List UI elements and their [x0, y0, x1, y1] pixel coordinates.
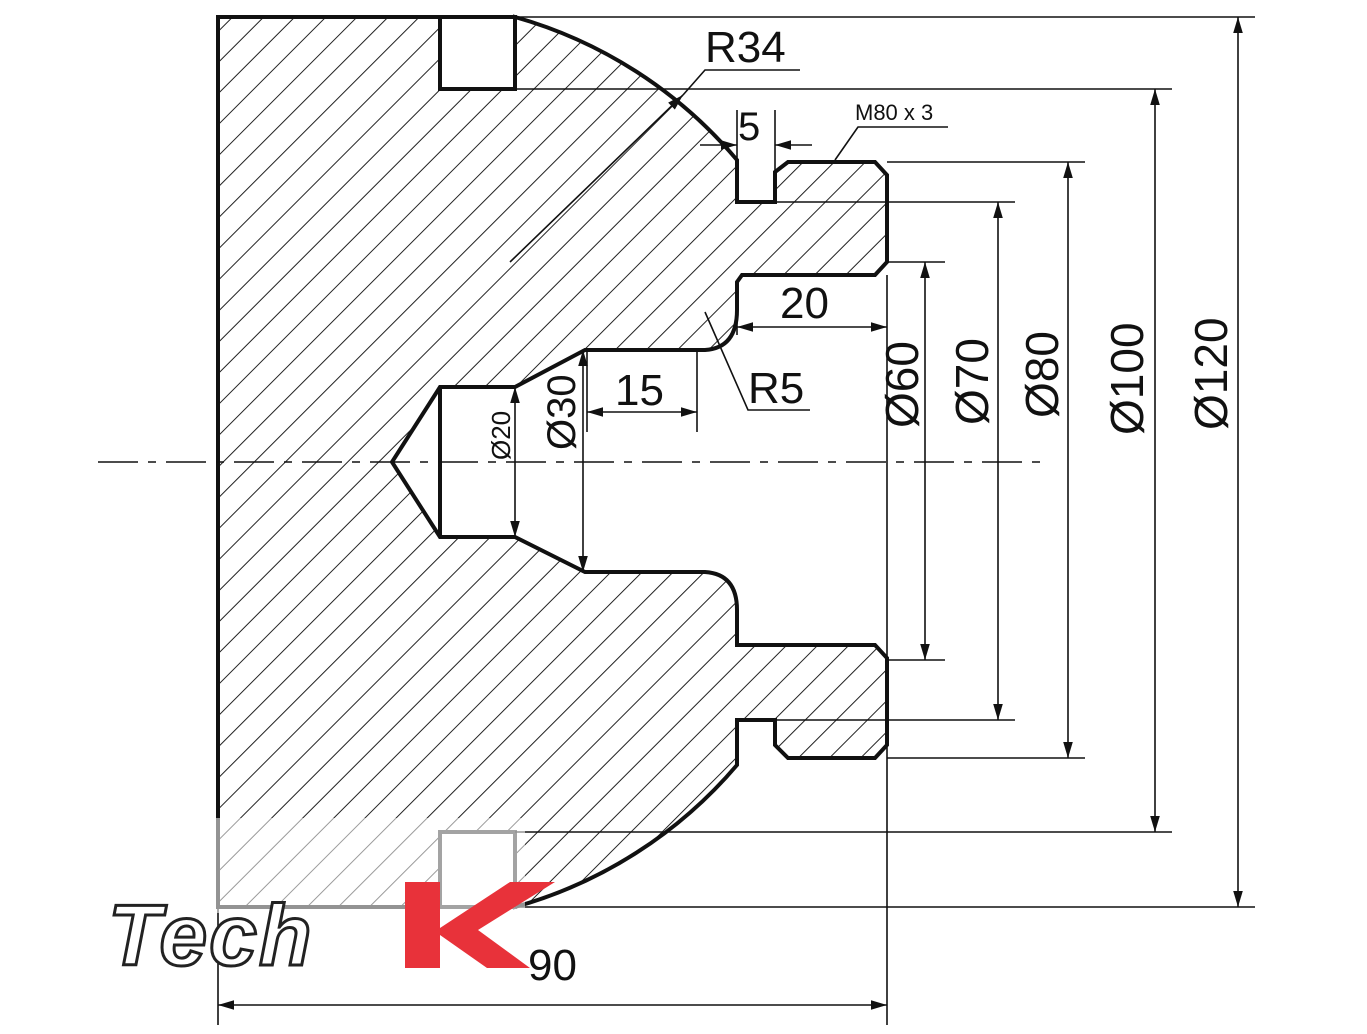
label-r34: R34	[705, 23, 786, 72]
label-dia-30: Ø30	[540, 374, 584, 450]
extension-lines	[217, 16, 1255, 1025]
label-dia-80: Ø80	[1016, 331, 1068, 418]
label-groove-width: 5	[738, 105, 760, 149]
label-overall-length: 90	[528, 941, 577, 990]
techk-logo: Tech	[107, 818, 555, 986]
label-r5: R5	[748, 364, 804, 413]
dimension-lines	[218, 17, 1243, 1010]
label-thread: M80 x 3	[855, 100, 933, 125]
top-groove	[438, 15, 517, 91]
logo-k-mark	[405, 882, 555, 968]
label-dia-70: Ø70	[946, 338, 998, 425]
label-length-15: 15	[615, 366, 664, 415]
label-dia-120: Ø120	[1185, 317, 1237, 430]
label-dia-20: Ø20	[486, 411, 516, 460]
logo-tech-text: Tech	[108, 888, 314, 984]
label-dia-100: Ø100	[1101, 322, 1153, 435]
label-dia-60: Ø60	[876, 341, 928, 428]
dimension-labels: R34 5 M80 x 3 20 R5 15 90 Ø20 Ø30 Ø60 Ø7…	[486, 23, 1237, 990]
label-length-20: 20	[780, 279, 829, 328]
